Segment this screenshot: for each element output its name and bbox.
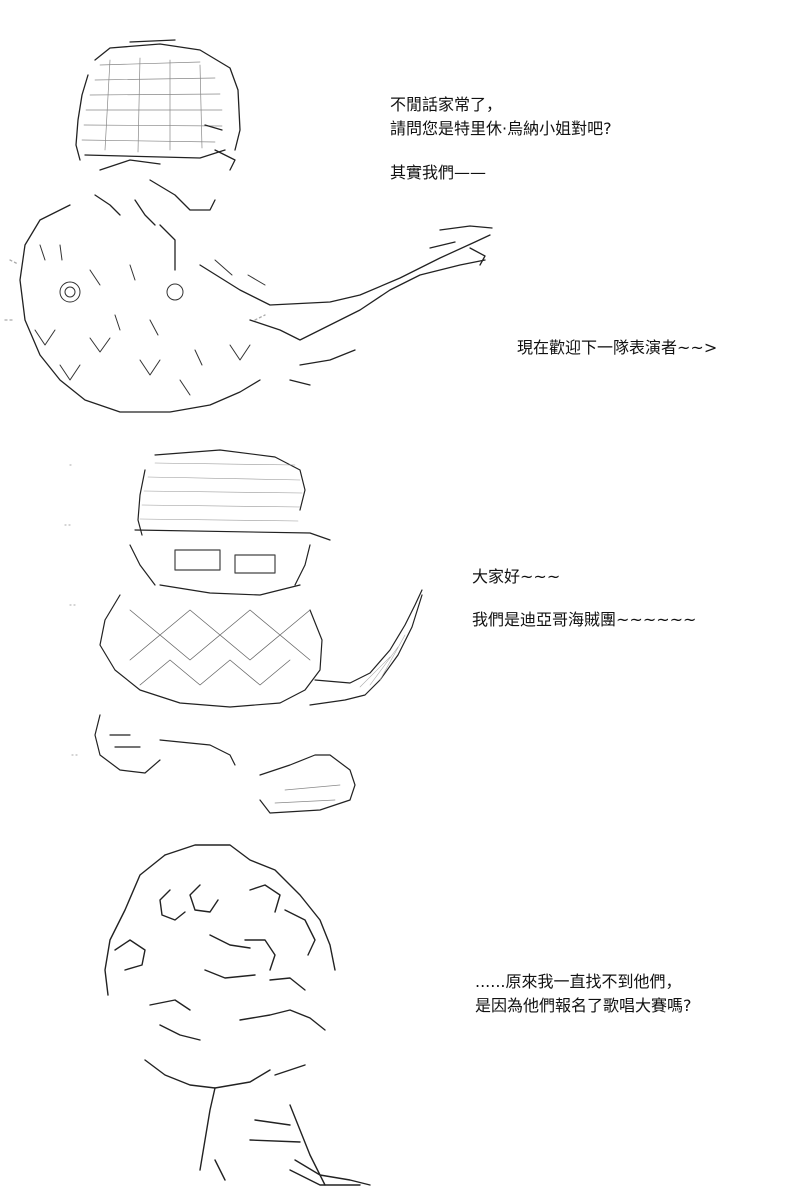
dialogue-pirate-crew: 我們是迪亞哥海賊團~~~~~~	[472, 608, 696, 632]
dialogue-line: 不閒話家常了，	[390, 95, 503, 114]
dialogue-greeting: 大家好~~~	[472, 565, 560, 589]
dialogue-next-act: 現在歡迎下一隊表演者~~>	[517, 336, 717, 360]
dialogue-line: 我們是迪亞哥海賊團~~~~~~	[472, 610, 697, 629]
dialogue-line: 請問您是特里休·烏納小姐對吧?	[390, 119, 612, 138]
dialogue-line: 大家好~~~	[472, 567, 561, 586]
dialogue-line: 現在歡迎下一隊表演者~~>	[517, 338, 718, 357]
panel-1: 不閒話家常了， 請問您是特里休·烏納小姐對吧? 其實我們—— 現在歡迎下一隊表演…	[0, 0, 800, 420]
panel-2: 大家好~~~ 我們是迪亞哥海賊團~~~~~~	[0, 420, 800, 830]
dialogue-realization: ......原來我一直找不到他們， 是因為他們報名了歌唱大賽嗎?	[475, 970, 692, 1018]
dialogue-line: ......原來我一直找不到他們，	[475, 972, 682, 991]
panel-3: ......原來我一直找不到他們， 是因為他們報名了歌唱大賽嗎?	[0, 830, 800, 1200]
dialogue-actually: 其實我們——	[390, 161, 486, 185]
dialogue-line: 其實我們——	[390, 163, 487, 182]
curly-haired-girl-art	[90, 840, 380, 1195]
character-in-cap-pointing-art	[0, 20, 510, 415]
dialogue-line: 是因為他們報名了歌唱大賽嗎?	[475, 996, 692, 1015]
masked-pirate-with-tail-art	[60, 435, 440, 825]
dialogue-opening: 不閒話家常了， 請問您是特里休·烏納小姐對吧?	[390, 93, 612, 141]
